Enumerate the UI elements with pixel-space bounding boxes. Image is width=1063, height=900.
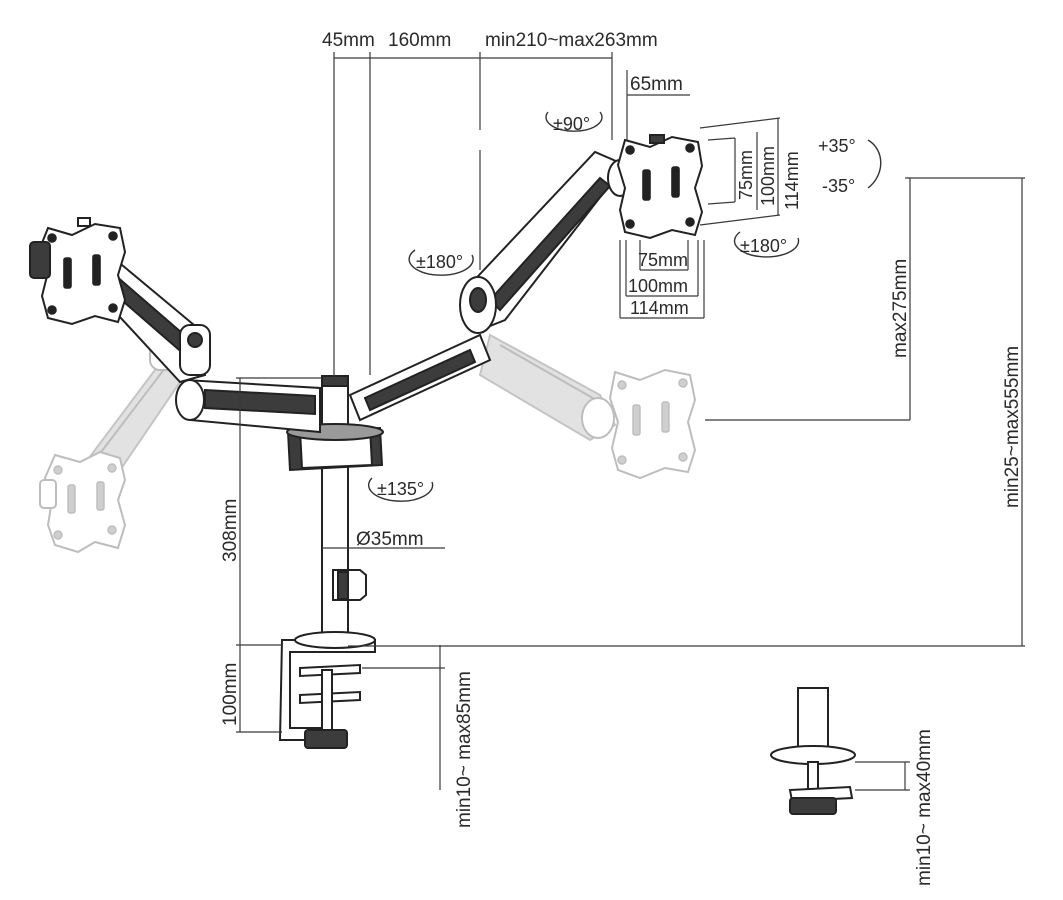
rotation-180-right-arrow — [733, 231, 800, 258]
dim-pole-diameter: Ø35mm — [356, 529, 424, 550]
dim-clamp-range: min10~ max85mm — [454, 671, 475, 828]
vesa-vertical-100: 100mm — [758, 146, 778, 206]
vesa-horizontal-100: 100mm — [628, 276, 688, 296]
rotation-90-arrow — [545, 111, 603, 132]
tilt-up: +35° — [818, 136, 856, 156]
dim-clamp-height: 100mm — [220, 663, 241, 726]
dim-total-height: min25~max555mm — [1002, 346, 1023, 508]
labels: 45mm 160mm min210~max263mm 65mm ±90° +35… — [220, 30, 1023, 886]
arm-base-joint — [286, 423, 384, 472]
dim-160mm: 160mm — [388, 30, 451, 51]
right-upper-arm — [459, 150, 633, 334]
right-lower-arm — [348, 333, 492, 422]
ghost-right-arm — [478, 333, 617, 442]
rotation-180-top-arrow — [408, 249, 474, 276]
rotation-135: ±135° — [377, 479, 424, 499]
dim-grommet-range: min10~ max40mm — [914, 729, 935, 886]
rotation-arrows — [367, 111, 882, 502]
right-vesa-plate — [616, 134, 704, 240]
dim-65mm: 65mm — [630, 74, 683, 95]
dim-45mm: 45mm — [322, 30, 375, 51]
desk-clamp — [278, 631, 376, 749]
left-upper-arm — [93, 253, 211, 384]
vesa-horizontal-75: 75mm — [638, 250, 688, 270]
tilt-arrow — [867, 139, 882, 189]
rotation-135-arrow — [367, 477, 434, 502]
vesa-vertical-75: 75mm — [736, 150, 756, 200]
tilt-down: -35° — [822, 176, 855, 196]
dim-max275: max275mm — [890, 259, 911, 358]
dim-pole-height: 308mm — [220, 499, 241, 562]
dim-arm-reach: min210~max263mm — [485, 30, 658, 51]
dimension-lines — [236, 52, 1025, 791]
left-lower-arm — [175, 378, 321, 434]
rotation-180-right: ±180° — [740, 236, 787, 256]
vesa-horizontal-114: 114mm — [630, 298, 689, 318]
ghost-left-vesa-plate — [39, 450, 127, 554]
rotation-90: ±90° — [553, 114, 590, 134]
left-vesa-plate — [29, 217, 127, 326]
vesa-vertical-114: 114mm — [782, 151, 802, 210]
grommet-mount — [770, 687, 856, 815]
ghost-right-vesa-plate — [608, 368, 697, 480]
rotation-180-top: ±180° — [416, 252, 463, 272]
